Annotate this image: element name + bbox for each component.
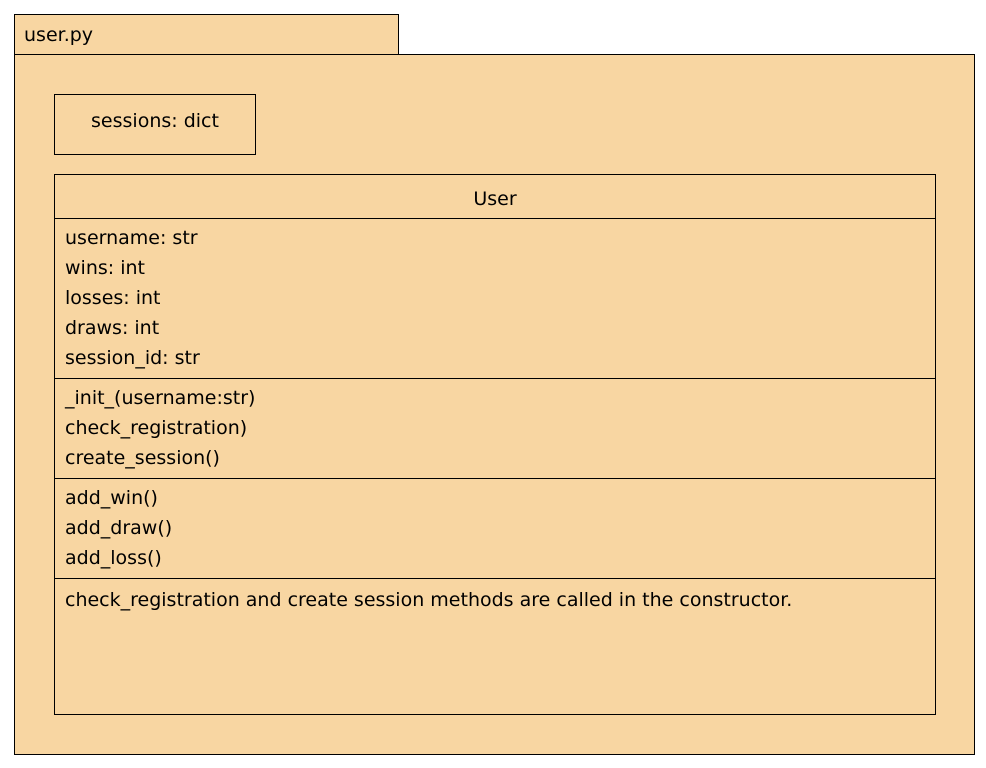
package-name: user.py bbox=[24, 24, 94, 46]
operation-item: add_loss() bbox=[65, 547, 162, 569]
attribute-item: session_id: str bbox=[65, 347, 200, 369]
note-compartment: check_registration and create session me… bbox=[55, 579, 935, 714]
class-note: check_registration and create session me… bbox=[65, 589, 793, 611]
attribute-item: losses: int bbox=[65, 287, 161, 309]
attributes-compartment: username: str wins: int losses: int draw… bbox=[55, 219, 935, 379]
user-class-box: User username: str wins: int losses: int… bbox=[54, 174, 936, 715]
attribute-item: draws: int bbox=[65, 317, 160, 339]
operations-compartment-2: add_win() add_draw() add_loss() bbox=[55, 479, 935, 579]
module-variable-label: sessions: dict bbox=[91, 110, 219, 132]
operations-compartment-1: _init_(username:str) check_registration)… bbox=[55, 379, 935, 479]
class-name: User bbox=[55, 175, 935, 219]
operation-item: check_registration) bbox=[65, 417, 248, 439]
operation-item: _init_(username:str) bbox=[65, 387, 256, 409]
attribute-item: wins: int bbox=[65, 257, 145, 279]
operation-item: add_draw() bbox=[65, 517, 173, 539]
package-tab: user.py bbox=[14, 14, 399, 54]
attribute-item: username: str bbox=[65, 227, 198, 249]
module-variable-box: sessions: dict bbox=[54, 94, 256, 155]
operation-item: add_win() bbox=[65, 487, 158, 509]
operation-item: create_session() bbox=[65, 447, 220, 469]
package-body bbox=[14, 54, 975, 755]
